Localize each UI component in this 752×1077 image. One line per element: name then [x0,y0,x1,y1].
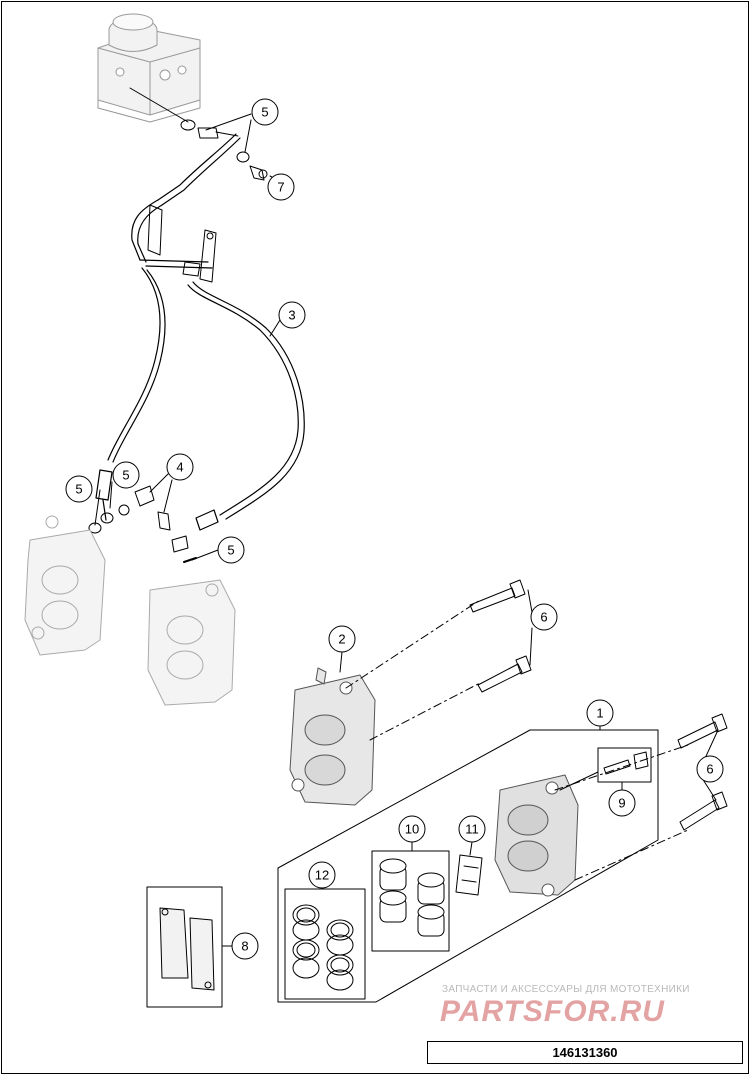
banjo-bolt-4 [134,485,189,553]
o-ring-top-2 [236,151,250,163]
brake-pads-8-box [146,886,223,1008]
svg-text:12: 12 [315,868,329,883]
drawing-id: 146131360 [552,1045,618,1060]
piston-kit-10-box [371,850,450,952]
svg-text:5: 5 [122,468,129,483]
right-brake-line [187,281,305,531]
callout-3: 3 [278,301,306,329]
svg-text:4: 4 [176,460,183,475]
callout-5-bottom: 5 [217,536,245,564]
svg-text:8: 8 [241,939,248,954]
caliper-2 [289,667,376,806]
callout-5-left-b: 5 [112,461,140,489]
abs-banjo-fitting [197,127,239,139]
svg-text:5: 5 [227,543,234,558]
callout-6-top: 6 [530,603,558,631]
callout-11: 11 [458,815,486,843]
svg-text:6: 6 [706,762,713,777]
repair-kit-9-box [597,747,652,783]
callout-5-top: 5 [251,98,279,126]
callout-9: 9 [608,789,636,817]
caliper-assembly-1 [494,774,579,897]
caliper-left-ghost [24,515,106,656]
o-ring-left-2 [100,512,114,524]
callout-8: 8 [231,932,259,960]
bleed-screw-7 [249,165,268,181]
callout-2: 2 [328,625,356,653]
svg-text:5: 5 [75,482,82,497]
svg-text:9: 9 [618,796,625,811]
callout-group: 5 7 3 4 5 5 5 2 6 1 6 9 10 11 12 8 [65,98,724,960]
svg-text:10: 10 [405,822,419,837]
mounting-bolts-top [469,579,532,693]
svg-text:6: 6 [540,610,547,625]
watermark-logo: PARTSFOR.RU [440,995,665,1028]
svg-text:7: 7 [277,180,284,195]
svg-text:3: 3 [288,308,295,323]
callout-1: 1 [586,699,614,727]
o-ring-left-1 [88,522,102,534]
left-brake-line [95,267,166,521]
caliper-right-ghost [147,579,236,706]
svg-text:1: 1 [596,706,603,721]
drawing-id-box: 146131360 [427,1041,743,1064]
svg-text:11: 11 [465,822,479,837]
callout-7: 7 [267,173,295,201]
pad-spring-11 [455,854,483,896]
o-ring-top-1 [180,119,196,131]
watermark-tagline: ЗАПЧАСТИ И АКСЕССУАРЫ ДЛЯ МОТОТЕХНИКИ [442,984,690,995]
svg-text:5: 5 [261,105,268,120]
abs-unit-drawing [97,13,201,123]
callout-5-left-a: 5 [65,475,93,503]
line-brackets [147,204,217,283]
assembly-1-outline [277,729,659,1003]
svg-text:2: 2 [338,632,345,647]
callout-6-right: 6 [696,755,724,783]
o-ring-left-3 [118,504,130,516]
callout-4: 4 [166,453,194,481]
callout-10: 10 [398,815,426,843]
seal-kit-12-box [284,888,366,1000]
callout-12: 12 [308,861,336,889]
